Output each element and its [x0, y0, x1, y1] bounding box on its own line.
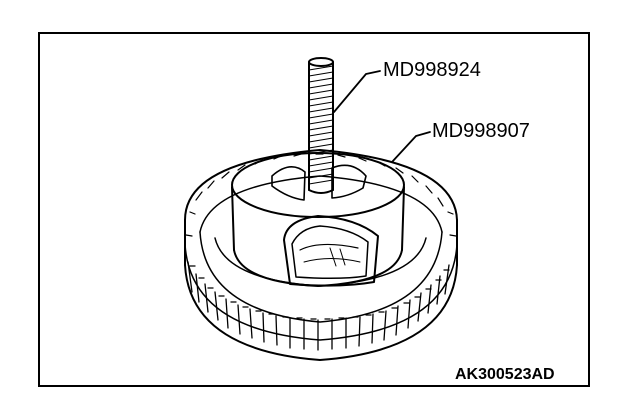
callout-md998907: MD998907	[432, 120, 530, 142]
figure-code: AK300523AD	[455, 366, 555, 383]
rod-threads	[308, 65, 334, 185]
tool-md998907	[231, 152, 405, 287]
clutch-drum	[184, 149, 458, 361]
spline-teeth	[187, 261, 450, 351]
tool-md998924	[308, 57, 334, 194]
rim-teeth	[185, 153, 457, 237]
leader-line-md998924	[333, 70, 381, 113]
figure-frame	[38, 32, 590, 387]
callout-md998924: MD998924	[383, 59, 481, 81]
leader-line-md998907	[391, 131, 431, 163]
